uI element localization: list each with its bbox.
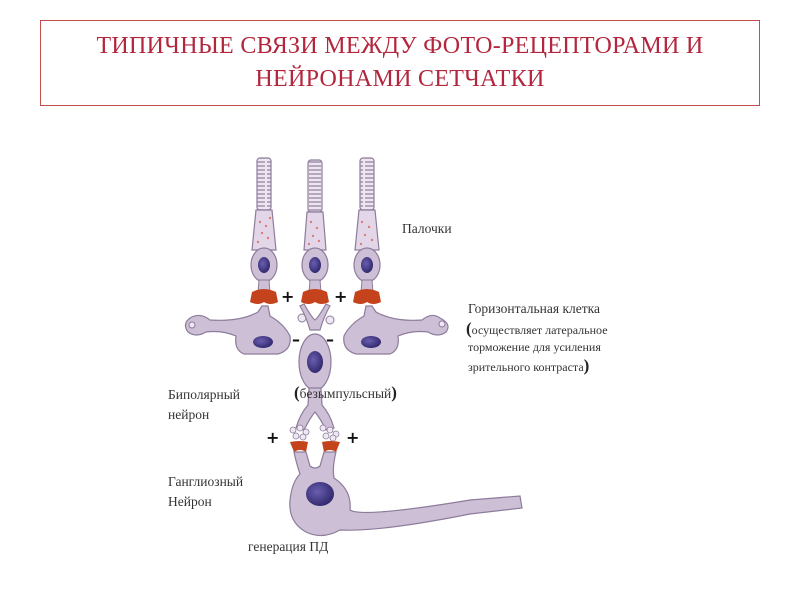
label-ganglion-line2: Нейрон [168, 494, 212, 509]
plus-sign-bipolar-left: + [266, 428, 279, 447]
horizontal-cell-left [184, 305, 307, 355]
rod-2-nucleus [309, 257, 321, 273]
rod-3 [353, 157, 381, 304]
rod-1 [250, 157, 278, 304]
horizontal-note-line3-text: зрительного контраста [468, 360, 584, 374]
title-line-2: НЕЙРОНАМИ СЕТЧАТКИ [255, 66, 545, 92]
label-ap-generation: генерация ПД [248, 539, 329, 554]
rod-1-nucleus [258, 257, 270, 273]
rod-3-nucleus [361, 257, 373, 273]
rod-3-outer-segment [359, 157, 375, 211]
title-line-1: ТИПИЧНЫЕ СВЯЗИ МЕЖДУ ФОТО-РЕЦЕПТОРАМИ И [96, 33, 704, 59]
label-horizontal-note-line1: (осуществляет латеральное [466, 320, 608, 339]
rod-3-synapse [353, 289, 381, 304]
rod-1-outer-segment [256, 157, 272, 211]
minus-sign-right: – [326, 330, 334, 349]
rod-3-inner-segment [354, 209, 380, 251]
horizontal-cell-right [325, 305, 449, 355]
bipolar-neuron [289, 303, 340, 442]
non-impulse-paren-close: ) [391, 383, 397, 402]
label-horizontal-note-line2: торможение для усиления [468, 340, 601, 354]
plus-sign-rod2: + [334, 287, 347, 306]
label-ganglion-line1: Ганглиозный [168, 474, 244, 489]
label-bipolar-line1: Биполярный [168, 387, 240, 402]
horizontal-cell-left-nucleus [253, 336, 273, 348]
horizontal-note-line1-text: осуществляет латеральное [471, 323, 608, 337]
ganglion-synapse-left [290, 441, 308, 452]
rod-2-outer-segment [307, 159, 323, 213]
ganglion-nucleus [306, 482, 334, 506]
minus-sign-left: – [292, 330, 300, 349]
paren-open: ( [466, 319, 472, 338]
bipolar-nucleus [307, 351, 323, 373]
ganglion-neuron [289, 441, 523, 537]
rod-1-synapse [250, 289, 278, 304]
label-non-impulse: (безымпульсный) [294, 384, 397, 403]
label-horizontal-cell: Горизонтальная клетка [468, 301, 600, 316]
non-impulse-paren-open: ( [294, 383, 300, 402]
slide-title: ТИПИЧНЫЕ СВЯЗИ МЕЖДУ ФОТО-РЕЦЕПТОРАМИ И … [96, 30, 703, 96]
rod-2 [301, 159, 329, 304]
title-box: ТИПИЧНЫЕ СВЯЗИ МЕЖДУ ФОТО-РЕЦЕПТОРАМИ И … [40, 20, 760, 106]
rod-1-inner-segment [251, 209, 277, 251]
plus-sign-rod1: + [281, 287, 294, 306]
label-bipolar-line2: нейрон [168, 407, 210, 422]
rod-2-inner-segment [303, 211, 327, 251]
horizontal-cell-right-nucleus [361, 336, 381, 348]
ganglion-synapse-right [322, 441, 340, 452]
label-rods: Палочки [402, 221, 452, 236]
label-horizontal-note-line3: зрительного контраста) [468, 357, 589, 376]
non-impulse-text: безымпульсный [299, 386, 392, 401]
bipolar-terminal-vesicles [289, 424, 340, 442]
rod-2-synapse [301, 289, 329, 304]
paren-close: ) [583, 356, 590, 375]
plus-sign-bipolar-right: + [346, 428, 359, 447]
